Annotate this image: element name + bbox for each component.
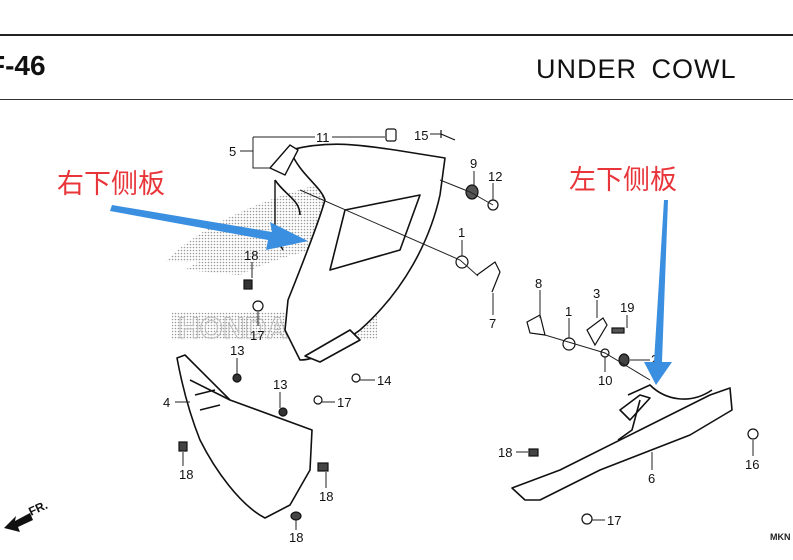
callout-15: 15 bbox=[414, 128, 428, 143]
callout-3: 3 bbox=[593, 286, 600, 301]
rubber-9 bbox=[465, 184, 479, 200]
screw-14 bbox=[351, 373, 361, 383]
callout-13a: 13 bbox=[230, 343, 244, 358]
callout-6: 6 bbox=[648, 471, 655, 486]
section-title: UNDER COWL bbox=[536, 54, 737, 84]
page-code: F-46 bbox=[0, 50, 46, 81]
callout-13b: 13 bbox=[273, 377, 287, 392]
callout-18d: 18 bbox=[289, 530, 303, 545]
stay-7 bbox=[476, 261, 501, 293]
callout-12: 12 bbox=[488, 169, 502, 184]
grommet-11 bbox=[385, 128, 397, 142]
left-under-cowl-6 bbox=[511, 384, 733, 501]
arrow-left-panel bbox=[644, 200, 672, 385]
bolt-19 bbox=[611, 327, 625, 334]
callout-4: 4 bbox=[163, 395, 170, 410]
front-label: FR. bbox=[26, 498, 49, 519]
label-left-lower-panel: 左下侧板 bbox=[569, 165, 677, 196]
callout-18a: 18 bbox=[244, 248, 258, 263]
callout-8: 8 bbox=[535, 276, 542, 291]
callout-11: 11 bbox=[316, 130, 330, 145]
clip-18b bbox=[178, 441, 188, 452]
screw-17b bbox=[313, 395, 323, 405]
diagram-code: MKN bbox=[770, 532, 791, 542]
callout-1a: 1 bbox=[458, 225, 465, 240]
clip-18d bbox=[290, 511, 302, 521]
front-lower-cowl-4 bbox=[176, 354, 313, 519]
callout-5: 5 bbox=[229, 144, 236, 159]
callout-7: 7 bbox=[489, 316, 496, 331]
label-right-lower-panel: 右下侧板 bbox=[57, 169, 165, 200]
bracket-8 bbox=[526, 314, 546, 336]
right-under-cowl-part bbox=[274, 143, 446, 363]
arrow-right-panel bbox=[110, 205, 308, 250]
callout-1b: 1 bbox=[565, 304, 572, 319]
annotation-arrows bbox=[110, 200, 672, 385]
callout-18b: 18 bbox=[179, 467, 193, 482]
callout-19: 19 bbox=[620, 300, 634, 315]
screw-17c bbox=[581, 513, 593, 525]
clip-18a bbox=[243, 279, 253, 290]
callout-16: 16 bbox=[745, 457, 759, 472]
callout-17c: 17 bbox=[607, 513, 621, 528]
front-arrow-icon bbox=[4, 513, 33, 532]
callout-9: 9 bbox=[470, 156, 477, 171]
nut-13a bbox=[232, 373, 242, 383]
callout-18c: 18 bbox=[319, 489, 333, 504]
watermark-text: HONDA bbox=[178, 312, 288, 345]
header-top-rule bbox=[0, 34, 793, 36]
callout-17a: 17 bbox=[250, 328, 264, 343]
washer-1b bbox=[562, 337, 576, 351]
callout-18e: 18 bbox=[498, 445, 512, 460]
nut-13b bbox=[278, 407, 288, 417]
front-direction-indicator: FR. bbox=[4, 498, 50, 532]
plate-3 bbox=[586, 317, 608, 347]
callouts: 5 11 15 9 12 1 7 18 17 13 13 14 17 4 18 … bbox=[163, 128, 759, 545]
callout-10: 10 bbox=[598, 373, 612, 388]
callout-14: 14 bbox=[377, 373, 391, 388]
callout-17b: 17 bbox=[337, 395, 351, 410]
clip-18c bbox=[317, 462, 329, 472]
screw-17a bbox=[252, 300, 264, 312]
leader-lines bbox=[175, 133, 754, 530]
screw-16 bbox=[747, 428, 759, 440]
header-bottom-rule bbox=[0, 99, 793, 100]
clip-18e bbox=[528, 448, 539, 457]
